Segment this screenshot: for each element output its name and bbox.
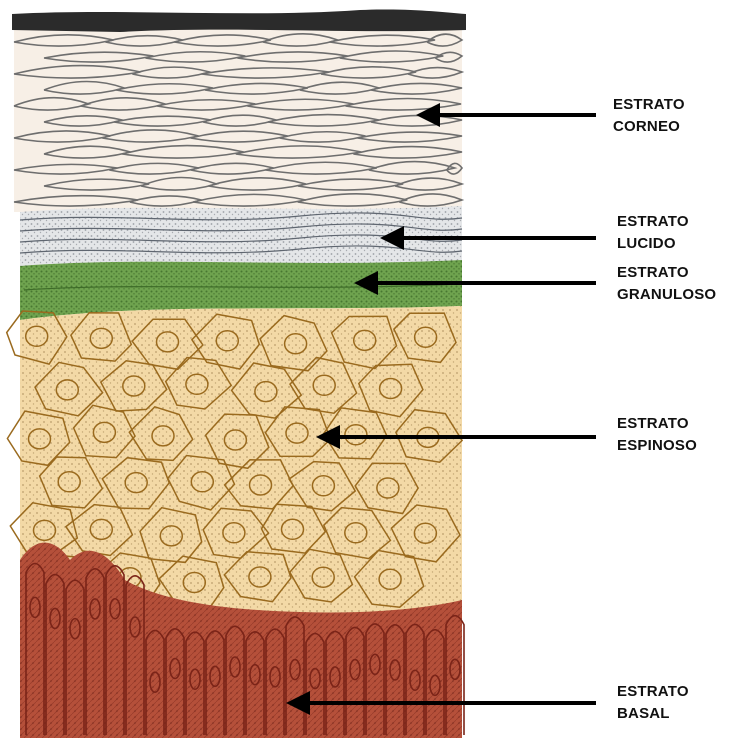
label-estrato-granuloso: ESTRATOGRANULOSO — [617, 262, 716, 306]
label-estrato-basal: ESTRATOBASAL — [617, 681, 689, 725]
label-estrato-lucido: ESTRATOLUCIDO — [617, 211, 689, 255]
label-estrato-espinoso: ESTRATOESPINOSO — [617, 413, 697, 457]
stratum-corneum — [12, 9, 466, 212]
label-estrato-corneo: ESTRATOCORNEO — [613, 94, 685, 138]
